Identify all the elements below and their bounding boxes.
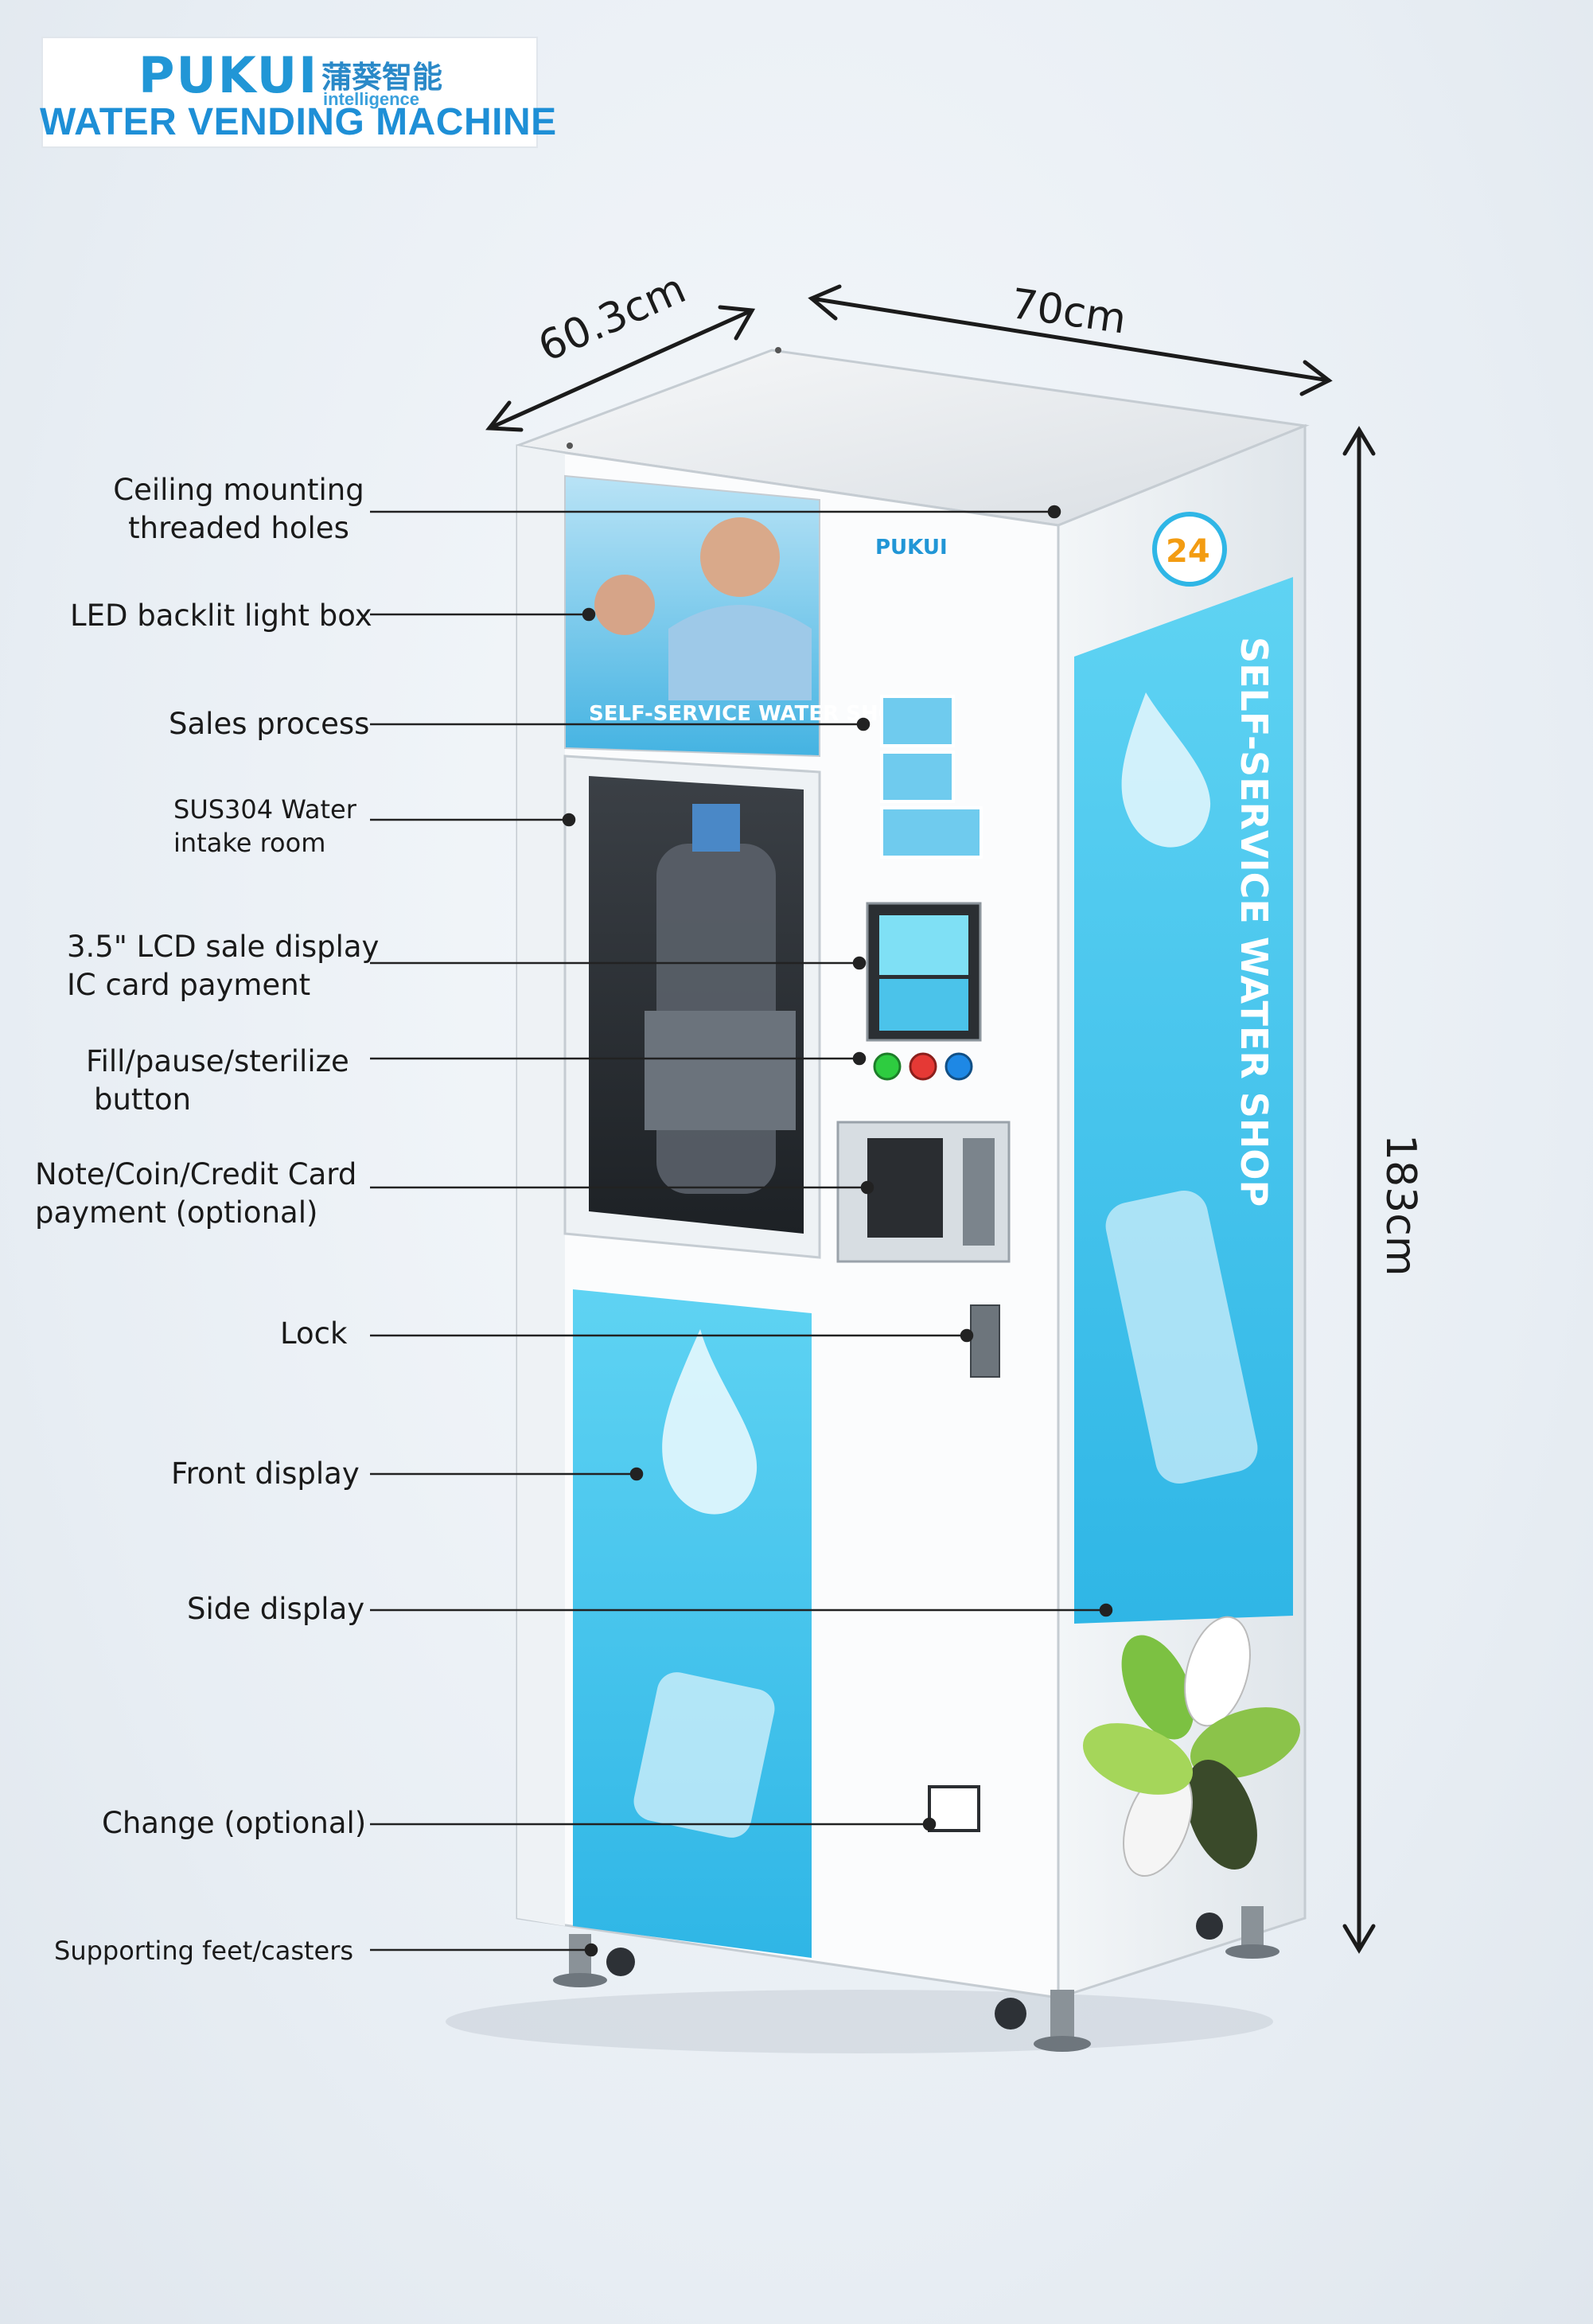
bottle-image xyxy=(1105,1191,1258,1484)
floor-shadow xyxy=(446,1990,1273,2053)
pause-button[interactable] xyxy=(909,1052,937,1081)
brand-subtitle: WATER VENDING MACHINE xyxy=(40,101,557,143)
callout-led-light-box: LED backlit light box xyxy=(70,597,372,635)
bottle-image xyxy=(633,1672,775,1838)
sales-process-sticker xyxy=(880,695,955,747)
callout-line: Supporting feet/casters xyxy=(54,1936,354,1966)
callout-line: Side display xyxy=(187,1592,365,1626)
bottle-cap xyxy=(692,804,740,852)
brand-header: PUKUI 蒲葵智能 intelligence xyxy=(41,37,538,148)
callout-front-display: Front display xyxy=(171,1455,360,1493)
callout-line: Change (optional) xyxy=(102,1806,367,1840)
callout-line: button xyxy=(94,1082,192,1117)
fill-button[interactable] xyxy=(873,1052,902,1081)
callout-line: Sales process xyxy=(169,707,370,741)
sales-process-sticker xyxy=(880,751,955,803)
front-edge xyxy=(517,446,565,1926)
callout-line: 3.5" LCD sale display xyxy=(67,930,380,964)
callout-change: Change (optional) xyxy=(102,1804,366,1842)
callout-feet-casters: Supporting feet/casters xyxy=(54,1934,353,1967)
callout-line: payment (optional) xyxy=(35,1195,318,1230)
callout-line: Fill/pause/sterilize xyxy=(86,1044,349,1078)
lcd-screen[interactable] xyxy=(879,915,968,975)
callout-line: LED backlit light box xyxy=(70,599,372,633)
lock[interactable] xyxy=(970,1304,1000,1378)
note-acceptor[interactable] xyxy=(867,1138,943,1238)
sales-process-sticker xyxy=(880,806,983,859)
brand-logo: PUKUI xyxy=(138,46,319,104)
callout-line: threaded holes xyxy=(128,511,349,545)
caster-wheel xyxy=(995,1998,1026,2030)
person-head xyxy=(700,517,780,597)
water-drop-icon xyxy=(662,1329,758,1515)
callout-intake-room: SUS304 Water intake room xyxy=(173,793,356,860)
caster-wheel xyxy=(1196,1913,1223,1940)
callout-line: intake room xyxy=(173,828,326,858)
callout-side-display: Side display xyxy=(187,1590,364,1628)
callout-payment: Note/Coin/Credit Card payment (optional) xyxy=(35,1156,356,1232)
callout-sales-process: Sales process xyxy=(169,705,369,743)
foot-base xyxy=(1225,1944,1279,1959)
24h-badge-text: 24 xyxy=(1166,533,1210,570)
side-panel-text: SELF-SERVICE WATER SHOP xyxy=(1233,637,1276,1207)
coin-acceptor[interactable] xyxy=(963,1138,995,1246)
brand-tagline: intelligence xyxy=(323,89,420,109)
foot-base xyxy=(1034,2036,1091,2052)
top-hole xyxy=(775,347,781,353)
ic-card-reader[interactable] xyxy=(879,979,968,1031)
foot-base xyxy=(553,1973,607,1987)
callout-buttons: Fill/pause/sterilize button xyxy=(86,1043,349,1119)
dimension-arrows xyxy=(485,284,1376,1954)
callout-leaders xyxy=(370,505,1113,1957)
callout-line: Lock xyxy=(280,1316,348,1351)
callout-ceiling-holes: Ceiling mounting threaded holes xyxy=(111,471,366,548)
change-slot[interactable] xyxy=(928,1785,980,1832)
callout-line: IC card payment xyxy=(67,968,311,1002)
bottle-holder xyxy=(645,1011,796,1130)
callout-line: Ceiling mounting xyxy=(113,473,364,507)
24h-badge xyxy=(1152,512,1227,587)
callout-line: SUS304 Water xyxy=(173,794,356,825)
callout-line: Note/Coin/Credit Card xyxy=(35,1157,357,1191)
callout-line: Front display xyxy=(171,1456,360,1491)
brand-chinese-name: 蒲葵智能 xyxy=(321,60,443,95)
dimension-height-label: 183cm xyxy=(1377,1134,1424,1277)
water-drop-icon xyxy=(1121,692,1211,848)
caster-wheel xyxy=(606,1948,635,1976)
callout-lock: Lock xyxy=(280,1315,347,1353)
person-shirt xyxy=(668,605,812,700)
callout-lcd-display: 3.5" LCD sale display IC card payment xyxy=(67,928,379,1004)
person-head xyxy=(594,575,655,635)
machine-logo: PUKUI xyxy=(875,536,948,560)
top-hole xyxy=(567,443,573,449)
clover-graphic xyxy=(1082,1616,1301,1878)
sterilize-button[interactable] xyxy=(945,1052,973,1081)
